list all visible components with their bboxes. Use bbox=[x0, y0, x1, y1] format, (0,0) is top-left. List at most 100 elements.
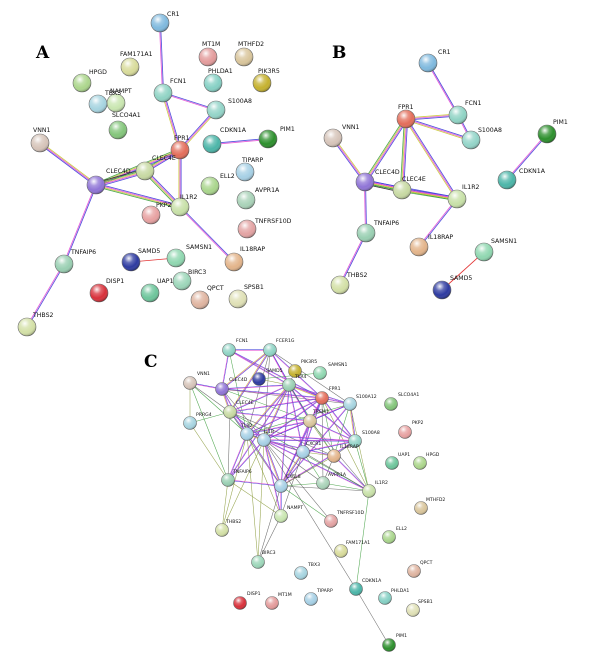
node-slco4a1[interactable]: SLCO4A1 bbox=[384, 392, 420, 411]
node-clec4e[interactable]: CLEC4E bbox=[135, 155, 176, 181]
node-clec4d[interactable]: CLEC4D bbox=[86, 168, 131, 195]
node-samd5[interactable]: SAMD5 bbox=[252, 368, 283, 386]
node-spsb1[interactable]: SPSB1 bbox=[228, 284, 264, 309]
node-tbx3[interactable]: TBX3 bbox=[294, 562, 321, 580]
node-clec4e[interactable]: CLEC4E bbox=[392, 176, 426, 200]
node-trem1[interactable]: TREM1 bbox=[303, 409, 329, 428]
node-slco4a1[interactable]: SLCO4A1 bbox=[108, 112, 141, 140]
node-pim1[interactable]: PIM1 bbox=[537, 119, 568, 144]
node-cdkn1a[interactable]: CDKN1A bbox=[497, 168, 546, 190]
node-pkp2[interactable]: PKP2 bbox=[141, 202, 172, 225]
node-tlr2[interactable]: TLR2 bbox=[240, 423, 254, 441]
node-hpgd[interactable]: HPGD bbox=[413, 452, 440, 470]
node-fam171a1[interactable]: FAM171A1 bbox=[334, 540, 371, 558]
node-il18rap[interactable]: IL18RAP bbox=[409, 234, 453, 257]
node-disp1[interactable]: DISP1 bbox=[233, 591, 261, 610]
node-qpct[interactable]: QPCT bbox=[407, 560, 433, 578]
node-pim1[interactable]: PIM1 bbox=[258, 126, 295, 149]
node-samd5[interactable]: SAMD5 bbox=[432, 275, 472, 300]
node-cdkn1a[interactable]: CDKN1A bbox=[202, 127, 247, 154]
node-birc3[interactable]: BIRC3 bbox=[251, 550, 276, 569]
node-mt1m[interactable]: MT1M bbox=[265, 592, 292, 610]
node-avpr1a[interactable]: AVPR1A bbox=[236, 187, 280, 210]
node-tlr4[interactable]: TLR4 bbox=[282, 374, 307, 392]
node-il1b[interactable]: IL1B bbox=[257, 429, 275, 447]
node-prrg4[interactable]: PRRG4 bbox=[183, 412, 212, 430]
node-il1r2[interactable]: IL1R2 bbox=[447, 184, 480, 209]
node-ell2[interactable]: ELL2 bbox=[382, 526, 408, 544]
node-fam171a1[interactable]: FAM171A1 bbox=[120, 51, 153, 77]
node-samsn1[interactable]: SAMSN1 bbox=[166, 244, 212, 268]
edge-vnn1-tlr2 bbox=[189, 382, 248, 435]
node-phlda1[interactable]: PHLDA1 bbox=[378, 588, 410, 605]
node-disp1[interactable]: DISP1 bbox=[89, 278, 124, 303]
node-birc3[interactable]: BIRC3 bbox=[172, 269, 206, 291]
node-uap1[interactable]: UAP1 bbox=[140, 278, 173, 303]
node-fcer1g[interactable]: FCER1G bbox=[263, 338, 295, 357]
node-s100a8[interactable]: S100A8 bbox=[348, 430, 380, 448]
node-pik3r5[interactable]: PIK3R5 bbox=[288, 359, 318, 378]
node-fcn1[interactable]: FCN1 bbox=[448, 100, 482, 125]
node-avpr1a[interactable]: AVPR1A bbox=[316, 472, 347, 490]
node-highlight bbox=[274, 509, 288, 523]
node-tiparp[interactable]: TIPARP bbox=[235, 157, 263, 182]
node-cr1[interactable]: CR1 bbox=[418, 49, 451, 73]
edge-il18rap-cxcl8 bbox=[280, 455, 335, 487]
node-il1r2[interactable]: IL1R2 bbox=[170, 194, 198, 217]
node-tnfaip6[interactable]: TNFAIP6 bbox=[221, 469, 252, 487]
node-tnfrsf10d[interactable]: TNFRSF10D bbox=[237, 218, 292, 239]
node-clec4e[interactable]: CLEC4E bbox=[223, 400, 254, 419]
node-cxcr1[interactable]: CXCR1 bbox=[296, 441, 322, 459]
node-clec4d[interactable]: CLEC4D bbox=[215, 377, 248, 396]
node-samd5[interactable]: SAMD5 bbox=[121, 248, 160, 272]
node-cdkn1a[interactable]: CDKN1A bbox=[349, 578, 383, 596]
node-spsb1[interactable]: SPSB1 bbox=[406, 599, 433, 617]
node-cr1[interactable]: CR1 bbox=[150, 11, 180, 33]
node-tnfaip6[interactable]: TNFAIP6 bbox=[356, 220, 399, 243]
node-il18rap[interactable]: IL18RAP bbox=[224, 246, 265, 272]
node-il18rap[interactable]: IL18RAP bbox=[327, 444, 359, 463]
node-mthfd2[interactable]: MTHFD2 bbox=[414, 497, 446, 515]
node-fcn1[interactable]: FCN1 bbox=[153, 78, 187, 103]
node-il1r2[interactable]: IL1R2 bbox=[362, 480, 389, 498]
node-tiparp[interactable]: TIPARP bbox=[304, 588, 333, 606]
node-tbx3[interactable]: TBX3 bbox=[88, 90, 121, 114]
node-cxcl8[interactable]: CXCL8 bbox=[274, 474, 301, 493]
node-pik3r5[interactable]: PIK3R5 bbox=[252, 68, 280, 93]
node-tnfaip6[interactable]: TNFAIP6 bbox=[54, 249, 96, 274]
node-thbs2[interactable]: THBS2 bbox=[17, 312, 53, 337]
node-fpr1[interactable]: FPR1 bbox=[170, 135, 190, 160]
node-pkp2[interactable]: PKP2 bbox=[398, 420, 424, 439]
node-hpgd[interactable]: HPGD bbox=[72, 69, 107, 93]
node-uap1[interactable]: UAP1 bbox=[385, 452, 411, 470]
node-phlda1[interactable]: PHLDA1 bbox=[203, 68, 233, 93]
node-fpr1[interactable]: FPR1 bbox=[396, 104, 416, 129]
node-thbs2[interactable]: THBS2 bbox=[215, 519, 242, 537]
node-label: PHLDA1 bbox=[391, 588, 409, 594]
node-ell2[interactable]: ELL2 bbox=[200, 173, 235, 196]
node-thbs2[interactable]: THBS2 bbox=[330, 272, 367, 295]
edge-s100a12-il1r2 bbox=[349, 403, 370, 492]
node-fcn1[interactable]: FCN1 bbox=[222, 338, 249, 357]
node-vnn1[interactable]: VNN1 bbox=[183, 371, 211, 390]
node-nampt[interactable]: NAMPT bbox=[106, 88, 132, 113]
node-qpct[interactable]: QPCT bbox=[190, 285, 224, 310]
node-vnn1[interactable]: VNN1 bbox=[30, 127, 50, 153]
node-samsn1[interactable]: SAMSN1 bbox=[474, 238, 517, 262]
node-s100a8[interactable]: S100A8 bbox=[461, 127, 502, 150]
edge-vnn1-clec4e bbox=[189, 382, 231, 413]
node-s100a12[interactable]: S100A12 bbox=[343, 394, 377, 411]
node-tnfrsf10d[interactable]: TNFRSF10D bbox=[324, 510, 365, 528]
node-mt1m[interactable]: MT1M bbox=[198, 41, 220, 67]
node-label: UAP1 bbox=[398, 452, 410, 458]
node-nampt[interactable]: NAMPT bbox=[274, 505, 304, 523]
node-fpr1[interactable]: FPR1 bbox=[315, 386, 341, 405]
node-pim1[interactable]: PIM1 bbox=[382, 633, 408, 652]
node-clec4d[interactable]: CLEC4D bbox=[355, 169, 400, 192]
node-samsn1[interactable]: SAMSN1 bbox=[313, 362, 348, 380]
node-mthfd2[interactable]: MTHFD2 bbox=[234, 41, 264, 67]
node-s100a8[interactable]: S100A8 bbox=[206, 98, 252, 120]
node-vnn1[interactable]: VNN1 bbox=[323, 124, 359, 148]
